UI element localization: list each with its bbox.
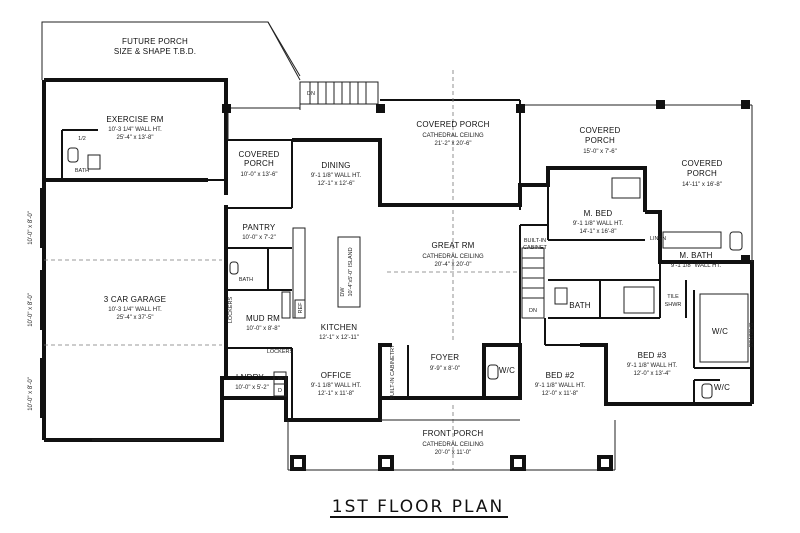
future-porch-subtitle: SIZE & SHAPE T.B.D.: [114, 47, 196, 56]
great-room-ceiling: CATHEDRAL CEILING: [422, 254, 484, 260]
front-porch-size: 20'-0" x 11'-0": [435, 450, 471, 456]
bed2-wall-height: 9'-1 1/8" WALL HT.: [535, 383, 586, 389]
foyer-name: FOYER: [431, 353, 460, 362]
office-name: OFFICE: [321, 371, 352, 380]
dryer-label: D: [278, 388, 282, 394]
great-room-size: 20'-4" x 20'-0": [435, 262, 472, 268]
half-bath-name: 1/2: [78, 136, 86, 142]
dishwasher-label: DW: [340, 287, 346, 297]
front-porch-ceiling: CATHEDRAL CEILING: [422, 442, 484, 448]
garage-wall-height: 10'-3 1/4" WALL HT.: [108, 307, 162, 313]
mud-room-size: 10'-0" x 8'-8": [246, 326, 280, 332]
tile-shower-label-1: TILE: [667, 294, 679, 300]
covered-porch-east-name-1: COVERED: [682, 159, 723, 168]
kitchen-fixtures: [273, 227, 361, 397]
dining-size: 12'-1" x 12'-6": [318, 181, 355, 187]
laundry-size: 10'-0" x 5'-2": [235, 385, 269, 391]
garage-door-marks: [40, 188, 46, 418]
covered-porch-west-name-1: COVERED: [239, 150, 280, 159]
bath-fixtures: [67, 147, 749, 399]
future-porch-outline: [41, 21, 301, 81]
builtin-cabinet-label-2: CABINET: [523, 245, 547, 251]
lockers-left-label: LOCKERS: [228, 297, 234, 324]
mud-room-name: MUD RM: [246, 314, 280, 323]
bed2-wic-label: W/C: [499, 366, 515, 375]
master-bath-wall-height: 9'-1 1/8" WALL HT.: [671, 263, 722, 269]
lockers-right-label: LOCKERS: [267, 349, 294, 355]
covered-porch-top-ceiling: CATHEDRAL CEILING: [422, 133, 484, 139]
foyer-size: 9'-9" x 8'-0": [430, 366, 460, 372]
builtin-cabinet-label-1: BUILT-IN: [524, 238, 546, 244]
dining-wall-height: 9'-1 1/8" WALL HT.: [311, 173, 362, 179]
garage-size: 25'-4" x 37'-5": [117, 315, 154, 321]
covered-porch-east-size: 14'-11" x 16'-8": [682, 182, 722, 188]
covered-porch-ne-name-2: PORCH: [585, 136, 615, 145]
bed3-size: 12'-0" x 13'-4": [634, 371, 671, 377]
covered-porch-ne-name-1: COVERED: [580, 126, 621, 135]
bed2-name: BED #2: [546, 371, 575, 380]
interior-walls: [61, 129, 752, 420]
laundry-name: LNDRY: [236, 373, 264, 382]
master-bed-name: M. BED: [584, 209, 613, 218]
exterior-stairs: [299, 81, 379, 105]
garage-door-dimension-2: 10'-0" x 8'-0": [28, 293, 34, 327]
washer-label: W: [277, 376, 283, 382]
linen-label: LINEN: [650, 236, 666, 242]
shelves-label: SHELVES: [747, 323, 753, 348]
covered-porch-west-size: 10'-0" x 13'-6": [241, 172, 278, 178]
covered-porch-east-name-2: PORCH: [687, 169, 717, 178]
plan-title: 1ST FLOOR PLAN: [332, 497, 504, 517]
refrigerator-label: REF: [298, 302, 304, 314]
front-porch-name: FRONT PORCH: [423, 429, 484, 438]
stair-down-label: DN: [307, 91, 315, 97]
kitchen-name: KITCHEN: [321, 323, 358, 332]
kitchen-size: 12'-1" x 12'-11": [319, 335, 359, 341]
master-bed-size: 14'-1" x 16'-8": [580, 229, 617, 235]
covered-porch-top-size: 21'-2" x 20'-6": [435, 141, 472, 147]
office-size: 12'-1" x 11'-8": [318, 391, 354, 397]
tile-shower-label-2: SHWR: [665, 302, 682, 308]
porch-posts: [222, 100, 750, 471]
great-room-name: GREAT RM: [431, 241, 474, 250]
porch-railings: [92, 100, 753, 471]
covered-porch-top-name: COVERED PORCH: [416, 120, 489, 129]
bed3-wall-height: 9'-1 1/8" WALL HT.: [627, 363, 678, 369]
interior-stair-label: DN: [529, 308, 537, 314]
pantry-name: PANTRY: [243, 223, 276, 232]
covered-porch-west-name-2: PORCH: [244, 159, 274, 168]
dining-name: DINING: [321, 161, 350, 170]
exercise-room-name: EXERCISE RM: [106, 115, 163, 124]
covered-porch-ne-size: 15'-0" x 7'-6": [583, 149, 617, 155]
small-bath-label: BATH: [239, 277, 253, 283]
future-porch-title: FUTURE PORCH: [122, 37, 188, 46]
office-builtin-cabinetry-label: BUILT-IN CABINETRY: [390, 344, 396, 399]
garage-door-dimension-3: 10'-0" x 8'-0": [28, 377, 34, 411]
pantry-size: 10'-0" x 7'-2": [242, 235, 276, 241]
bed2-size: 12'-0" x 11'-8": [542, 391, 578, 397]
master-wc-label: W/C: [712, 327, 728, 336]
main-bath-name: BATH: [569, 301, 591, 310]
bed3-wic-label: W/C: [714, 383, 730, 392]
office-wall-height: 9'-1 1/8" WALL HT.: [311, 383, 362, 389]
half-bath-label: BATH: [75, 168, 89, 174]
master-bath-name: M. BATH: [679, 251, 712, 260]
ceiling-dashed-lines: [44, 70, 518, 470]
master-bed-wall-height: 9'-1 1/8" WALL HT.: [573, 221, 624, 227]
exercise-room-size: 25'-4" x 13'-8": [117, 135, 154, 141]
bed3-name: BED #3: [638, 351, 667, 360]
island-label: 10'-4"x5'-0" ISLAND: [348, 247, 354, 296]
garage-name: 3 CAR GARAGE: [104, 295, 166, 304]
exercise-room-wall-height: 10'-3 1/4" WALL HT.: [108, 127, 162, 133]
garage-door-dimension-1: 10'-0" x 8'-0": [28, 211, 34, 245]
interior-stairs: [521, 247, 545, 319]
